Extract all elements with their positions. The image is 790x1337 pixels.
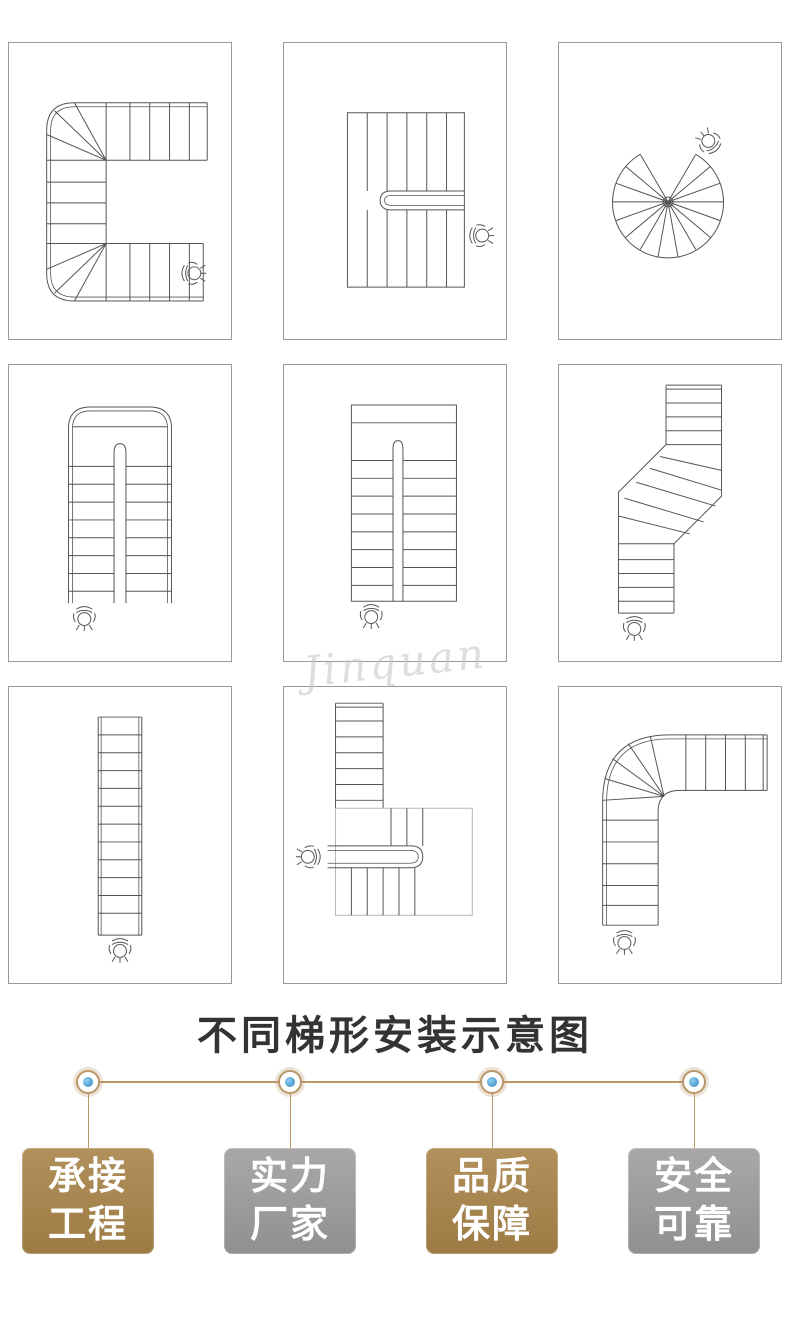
diagram-panel-8 — [283, 686, 507, 984]
diagram-panel-5 — [283, 364, 507, 662]
angled-dogleg-stair-icon — [617, 384, 723, 642]
timeline-line — [86, 1081, 695, 1083]
diagram-grid — [8, 42, 782, 984]
chair-icon — [469, 224, 495, 247]
chair-icon — [691, 124, 726, 158]
timeline-connector — [289, 1094, 291, 1148]
parallel-u-stair-rounded-top-icon — [67, 406, 173, 632]
diagram-panel-9 — [558, 686, 782, 984]
u-shaped-stair-rounded-corners-icon — [46, 102, 208, 302]
badge-quality-assurance: 品质 保障 — [426, 1148, 558, 1254]
badge-safe-reliable: 安全 可靠 — [628, 1148, 760, 1254]
diagram-panel-6 — [558, 364, 782, 662]
timeline-connector — [491, 1094, 493, 1148]
badge-line: 工程 — [47, 1204, 128, 1246]
timeline-connector — [693, 1094, 695, 1148]
badge-line: 实力 — [249, 1156, 330, 1198]
badge-line: 品质 — [451, 1156, 532, 1198]
diagram-panel-1 — [8, 42, 232, 340]
chair-icon — [622, 616, 646, 642]
narrow-switchback-stair-icon — [350, 404, 457, 630]
badge-line: 安全 — [653, 1156, 734, 1198]
diagram-panel-2 — [283, 42, 507, 340]
badge-line: 承接 — [47, 1156, 128, 1198]
timeline-node-icon — [278, 1070, 302, 1094]
timeline-node-icon — [682, 1070, 706, 1094]
badge-line: 厂家 — [249, 1204, 330, 1246]
l-shaped-stair-with-turn-icon — [295, 702, 473, 916]
chair-icon — [72, 606, 96, 632]
diagram-panel-4 — [8, 364, 232, 662]
timeline-connector — [87, 1094, 89, 1148]
badge-line: 可靠 — [653, 1204, 734, 1246]
badge-undertake-projects: 承接 工程 — [22, 1148, 154, 1254]
badge-line: 保障 — [451, 1204, 532, 1246]
section-title: 不同梯形安装示意图 — [197, 1014, 593, 1058]
chair-icon — [613, 930, 636, 956]
timeline-node-icon — [480, 1070, 504, 1094]
chair-icon — [359, 604, 383, 630]
chair-icon — [295, 845, 321, 869]
diagram-panel-7 — [8, 686, 232, 984]
straight-stair-icon — [97, 716, 143, 964]
diagram-panel-3 — [558, 42, 782, 340]
curved-quarter-turn-stair-icon — [602, 734, 768, 956]
chair-icon — [108, 938, 132, 964]
chair-icon — [181, 261, 207, 285]
u-shaped-switchback-stair-icon — [346, 112, 495, 288]
badge-strong-manufacturer: 实力 厂家 — [224, 1148, 356, 1254]
spiral-stair-icon — [612, 124, 726, 259]
timeline-node-icon — [76, 1070, 100, 1094]
